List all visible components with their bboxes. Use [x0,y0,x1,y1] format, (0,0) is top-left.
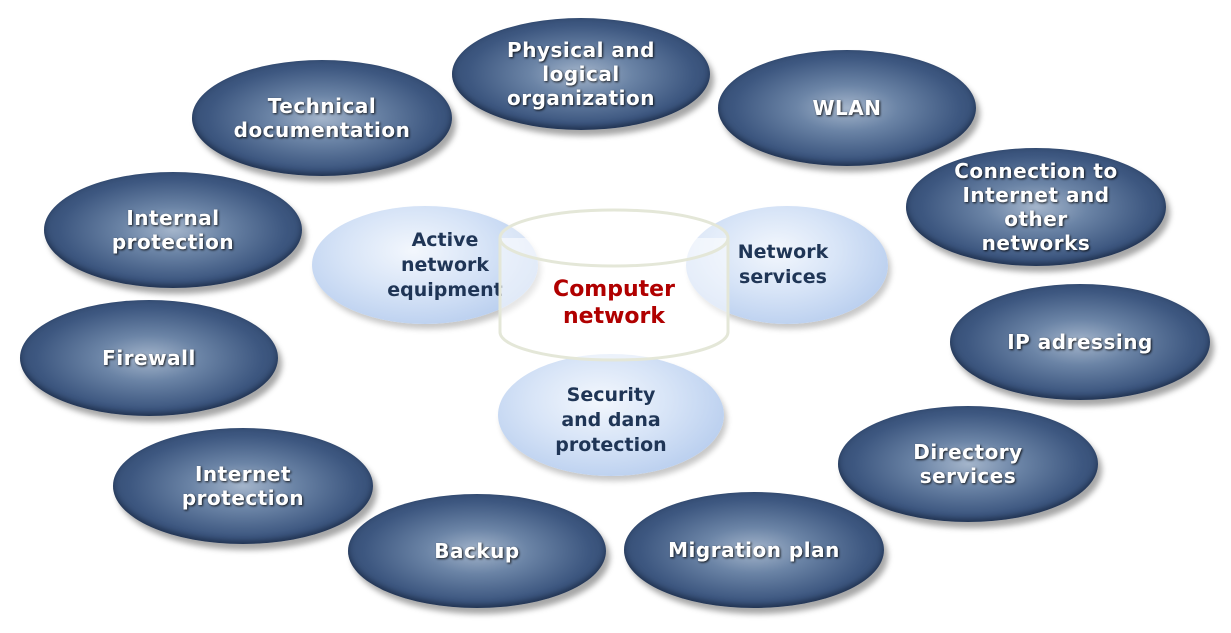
node-label: Internet protection [181,462,305,510]
node-label: Security and dana protection [555,383,667,456]
node-label: Firewall [102,346,196,370]
node-directory-services: Directory services [838,406,1098,522]
node-physical-logical-organization: Physical and logical organization [452,18,710,130]
node-migration-plan: Migration plan [624,492,884,608]
node-connection-to-internet: Connection to Internet and other network… [906,148,1166,266]
node-label: WLAN [812,96,882,120]
center-label: Computer network [553,277,675,329]
node-technical-documentation: Technical documentation [192,60,452,176]
node-label: Active network equipment [387,228,503,301]
node-label: Technical documentation [233,94,411,142]
node-internet-protection: Internet protection [113,428,373,544]
node-internal-protection: Internal protection [44,172,302,288]
node-label: Backup [434,539,520,563]
node-label: Network services [737,241,829,288]
node-backup: Backup [348,494,606,608]
node-wlan: WLAN [718,50,976,166]
node-ip-addressing: IP adressing [950,284,1210,400]
node-label: Internal protection [111,206,235,254]
node-firewall: Firewall [20,300,278,416]
node-label: Migration plan [668,538,840,562]
node-label: Connection to Internet and other network… [954,159,1118,255]
cylinder-shape [498,208,730,362]
node-label: IP adressing [1007,330,1153,354]
node-security-and-data-protection: Security and dana protection [498,354,724,476]
node-label: Directory services [913,440,1023,488]
node-label: Physical and logical organization [506,38,656,110]
